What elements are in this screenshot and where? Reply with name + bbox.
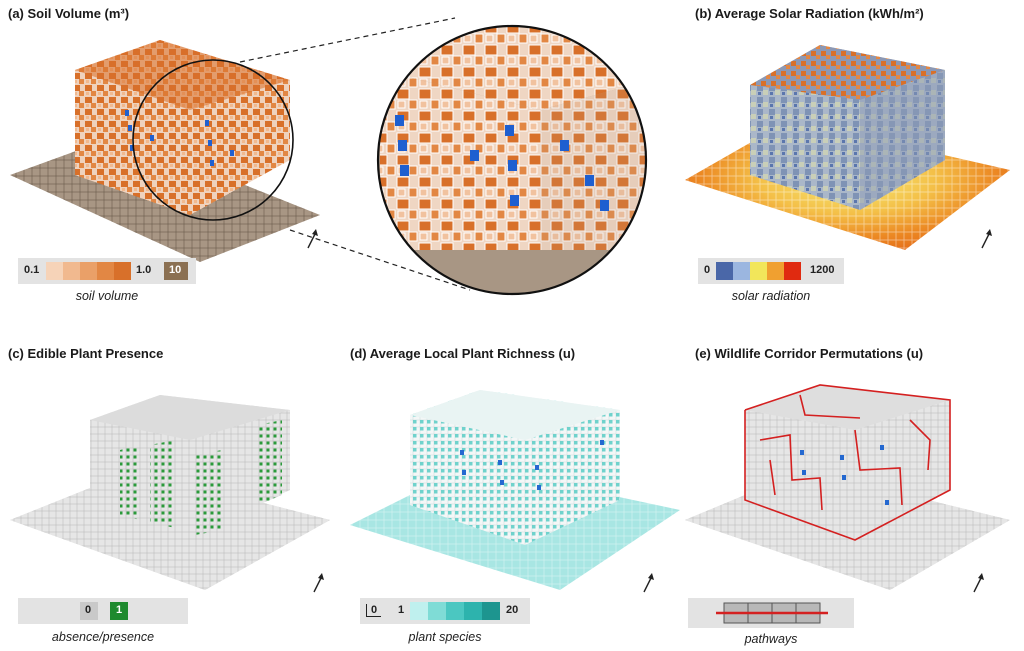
panel-b-title: (b) Average Solar Radiation (kWh/m²) [695, 6, 924, 21]
legend-caption: absence/presence [51, 630, 155, 644]
pathway-swatch [716, 602, 828, 624]
panel-d-title: (d) Average Local Plant Richness (u) [350, 346, 576, 361]
panel-d-scene [350, 390, 680, 590]
legend-max-label: 1.0 [136, 264, 152, 276]
panel-c-scene [10, 395, 330, 590]
legend-caption: soil volume [75, 289, 139, 303]
legend-solar-radiation: 0 1200 [698, 258, 844, 284]
panel-c-title: (c) Edible Plant Presence [8, 346, 164, 361]
legend-swatch [80, 602, 98, 620]
legend-swatch [46, 262, 63, 280]
legend-swatch [97, 262, 114, 280]
legend-soil-volume: 0.1 1.0 10 [18, 258, 196, 284]
zoom-inset [376, 24, 648, 296]
panel-a-scene [10, 17, 471, 291]
legend-caption: pathways [744, 632, 798, 646]
north-arrow-icon [313, 573, 324, 593]
legend-swatch [80, 262, 97, 280]
legend-pathways [688, 598, 854, 628]
legend-swatch [63, 262, 80, 280]
north-arrow-icon [981, 229, 992, 249]
legend-extra-label: 10 [169, 264, 182, 276]
legend-swatch [733, 262, 750, 280]
legend-swatch [716, 262, 733, 280]
legend-caption: plant species [408, 630, 482, 644]
legend-swatch [482, 602, 500, 620]
legend-zero-label: 0 [366, 604, 382, 617]
legend-swatch [767, 262, 784, 280]
panel-e-scene [685, 384, 1010, 590]
north-arrow-icon [973, 573, 984, 593]
legend-swatch [114, 262, 131, 280]
legend-swatch [110, 602, 128, 620]
legend-min-label: 1 [398, 604, 405, 616]
legend-max-label: 20 [506, 604, 519, 616]
north-arrow-icon [643, 573, 654, 593]
legend-presence-label: 1 [116, 604, 123, 616]
north-arrow-icon [307, 229, 318, 249]
legend-max-label: 1200 [810, 264, 835, 276]
panel-e-title: (e) Wildlife Corridor Permutations (u) [695, 346, 924, 361]
legend-swatch [428, 602, 446, 620]
legend-min-label: 0 [704, 264, 711, 276]
panel-b-scene [685, 45, 1010, 250]
legend-swatch [750, 262, 767, 280]
legend-swatch [446, 602, 464, 620]
legend-swatch [784, 262, 801, 280]
panel-a-title: (a) Soil Volume (m³) [8, 6, 130, 21]
legend-swatch [464, 602, 482, 620]
legend-absence-label: 0 [85, 604, 92, 616]
legend-edible-presence: 0 1 [18, 598, 188, 624]
legend-extra-swatch [164, 262, 188, 280]
legend-min-label: 0.1 [24, 264, 40, 276]
legend-swatch [410, 602, 428, 620]
legend-plant-richness: 0 1 20 [360, 598, 530, 624]
legend-caption: solar radiation [731, 289, 811, 303]
